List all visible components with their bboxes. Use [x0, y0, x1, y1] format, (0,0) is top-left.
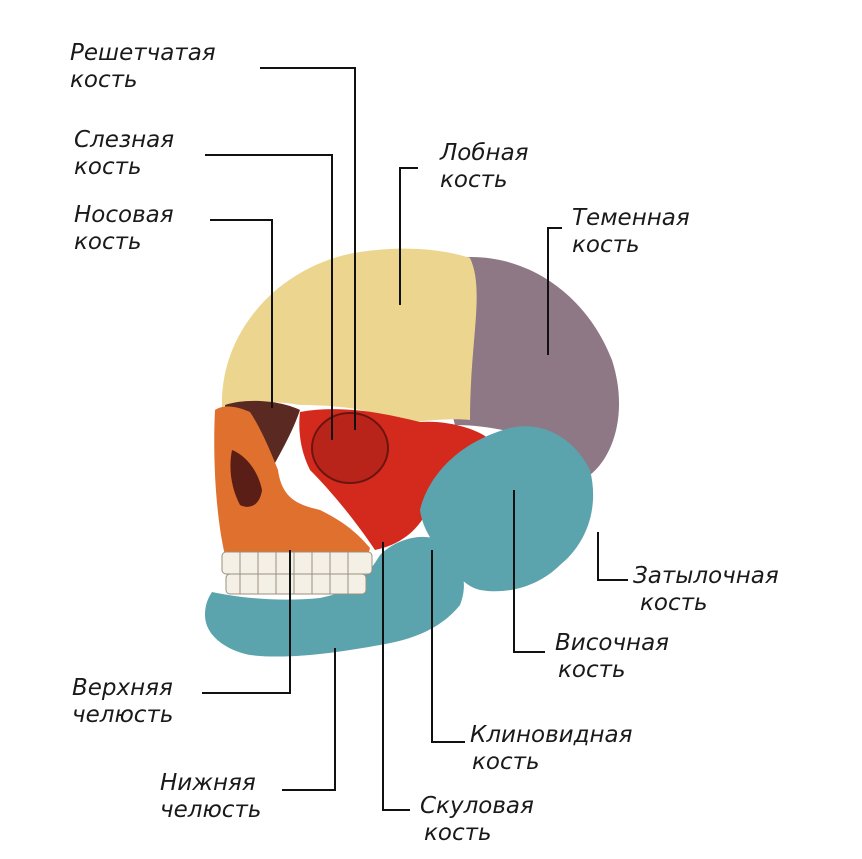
eye-orbit — [312, 413, 388, 483]
label-lacrimal: Слезная кость — [74, 127, 181, 180]
frontal-bone — [222, 249, 477, 425]
teeth — [222, 552, 372, 594]
label-parietal: Теменная кость — [572, 205, 697, 258]
label-mandible: Нижняя челюсть — [160, 770, 263, 823]
leader-occipital — [598, 532, 628, 580]
label-maxilla: Верхняя челюсть — [72, 675, 180, 728]
label-occipital: Затылочная кость — [633, 563, 786, 616]
label-temporal: Височная кость — [555, 630, 676, 683]
label-frontal: Лобная кость — [439, 140, 536, 193]
label-sphenoid: Клиновидная кость — [470, 722, 640, 775]
label-ethmoid: Решетчатая кость — [70, 40, 223, 93]
skull — [205, 249, 619, 657]
label-nasal: Носовая кость — [74, 202, 181, 255]
label-zygomatic: Скуловая кость — [420, 793, 541, 846]
